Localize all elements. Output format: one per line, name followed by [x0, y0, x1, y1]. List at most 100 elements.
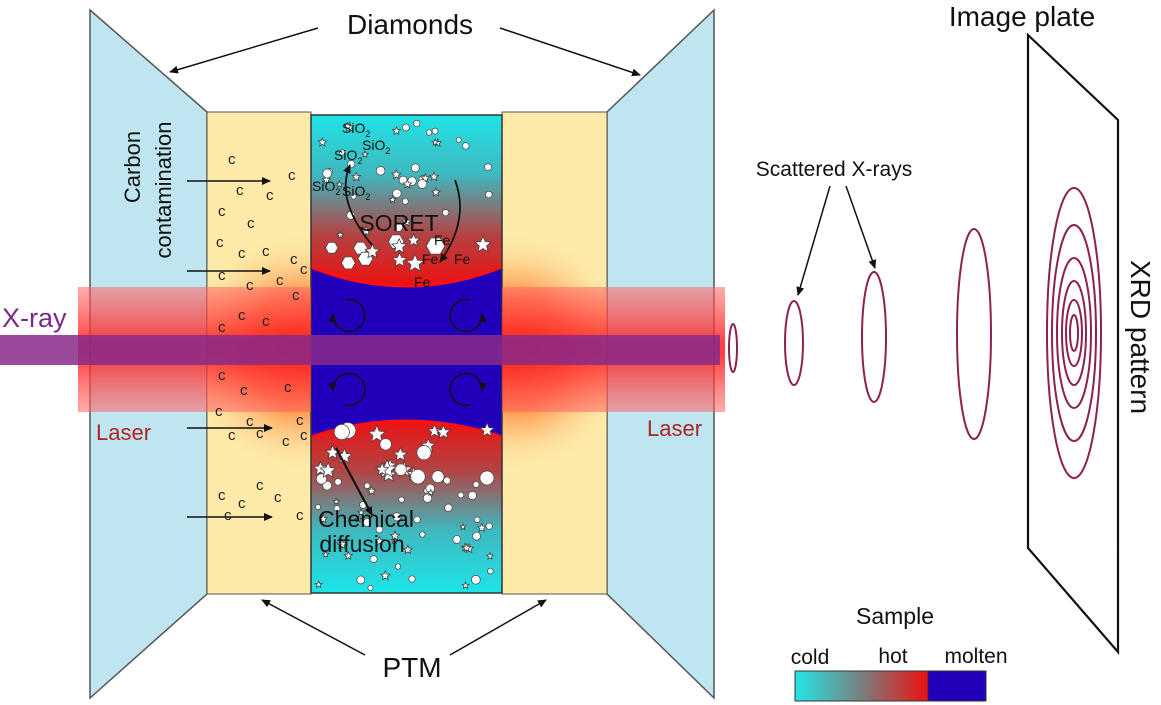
- carbon-symbol: c: [238, 495, 246, 512]
- carbon-symbol: c: [246, 277, 254, 294]
- carbon-symbol: c: [266, 187, 274, 204]
- particle-circle: [315, 504, 321, 510]
- particle-star: [390, 536, 399, 545]
- carbon-symbol: c: [224, 507, 232, 524]
- particle-circle: [333, 424, 350, 440]
- particle-circle: [452, 535, 462, 544]
- fe-label: Fe: [414, 274, 431, 290]
- particle-star: [420, 172, 431, 183]
- particle-circle: [471, 575, 481, 585]
- diamond-arrows: [169, 27, 641, 77]
- carbon-symbol: c: [262, 313, 270, 330]
- particle-circle: [484, 163, 492, 171]
- particle-circle: [350, 193, 357, 200]
- particle-circle: [455, 136, 462, 143]
- particle-circle: [410, 469, 426, 485]
- scatter-arrows: [796, 185, 877, 296]
- legend-gradient-bar: [794, 670, 929, 702]
- particle-circle: [473, 516, 481, 523]
- chemical-diffusion-arrow: [335, 447, 373, 516]
- carbon-symbol: c: [290, 251, 298, 268]
- xrd-pattern-label: XRD pattern: [1125, 260, 1156, 414]
- sio2-label: SiO2: [342, 120, 370, 139]
- particle-circle: [417, 179, 428, 189]
- particle-circle: [322, 168, 333, 179]
- particle-circle: [426, 129, 433, 136]
- carbon-label-line2: contamination: [151, 122, 176, 259]
- legend-molten: molten: [944, 645, 1007, 668]
- carbon-symbol: c: [292, 287, 300, 304]
- particle-circle: [345, 122, 351, 129]
- particle-circle: [379, 438, 392, 451]
- particle-star: [461, 581, 470, 590]
- xray-beam: [0, 335, 720, 365]
- fe-label: Fe: [434, 232, 451, 248]
- carbon-symbol: c: [218, 487, 226, 504]
- particle-star: [391, 251, 408, 268]
- particle-circle: [392, 512, 402, 522]
- fe-label: Fe: [454, 251, 471, 267]
- particle-circle: [413, 515, 421, 524]
- carbon-symbol: c: [218, 203, 226, 220]
- particle-star: [354, 515, 363, 523]
- particle-circle: [393, 222, 404, 232]
- carbon-symbol: c: [216, 234, 224, 251]
- particle-star: [321, 174, 332, 185]
- legend-cold: cold: [791, 646, 830, 669]
- particle-star: [351, 171, 362, 182]
- particle-star: [406, 232, 421, 247]
- particle-circle: [356, 575, 366, 585]
- particle-star: [427, 423, 442, 438]
- ptm-label: PTM: [382, 652, 441, 683]
- particle-star: [336, 538, 348, 550]
- particle-hexagon: [340, 256, 356, 270]
- particle-circle: [422, 493, 433, 503]
- particle-star: [390, 168, 402, 180]
- particle-star: [485, 551, 495, 560]
- particle-star: [405, 253, 425, 272]
- carbon-symbol: c: [215, 403, 223, 420]
- particle-circle: [367, 584, 374, 591]
- carbon-symbol: c: [274, 489, 282, 506]
- legend-hot: hot: [878, 645, 907, 668]
- carbon-symbol: c: [228, 151, 236, 168]
- particle-star: [459, 522, 467, 531]
- particle-circle: [408, 575, 416, 583]
- particle-star: [374, 535, 385, 546]
- scattered-xrays-label: Scattered X-rays: [756, 158, 912, 181]
- particle-circle: [363, 482, 371, 489]
- particle-star: [431, 137, 440, 146]
- particle-circle: [487, 567, 494, 575]
- fe-label: Fe: [422, 251, 439, 267]
- laser-label-right: Laser: [647, 416, 702, 441]
- particle-circle: [395, 563, 402, 570]
- carbon-symbol: c: [288, 167, 296, 184]
- particle-circle: [444, 503, 453, 512]
- particle-star: [318, 513, 329, 524]
- particle-star: [401, 216, 413, 227]
- legend: Sample cold hot molten: [791, 603, 1008, 702]
- carbon-symbol: c: [262, 243, 270, 260]
- particle-circle: [375, 525, 384, 534]
- image-plate-label: Image plate: [949, 1, 1095, 32]
- carbon-symbol: c: [247, 215, 255, 232]
- chemical-label-line1: Chemical: [318, 506, 414, 532]
- particle-star: [367, 424, 387, 443]
- particle-star: [473, 235, 493, 253]
- particle-circle: [479, 470, 495, 486]
- particle-circle: [472, 531, 481, 541]
- carbon-symbol: c: [300, 427, 308, 444]
- particle-star: [426, 488, 435, 497]
- particle-circle: [443, 476, 451, 485]
- carbon-symbol: c: [238, 245, 246, 262]
- particle-circle: [413, 119, 421, 128]
- diamonds-label: Diamonds: [347, 9, 473, 40]
- carbon-symbol: c: [218, 367, 226, 384]
- particle-circle: [442, 209, 450, 217]
- particle-circle: [375, 166, 386, 176]
- particle-star: [390, 237, 408, 254]
- particle-hexagon: [325, 241, 339, 254]
- carbon-symbol: c: [282, 433, 290, 450]
- particle-star: [335, 230, 345, 239]
- laser-label-left: Laser: [96, 420, 151, 445]
